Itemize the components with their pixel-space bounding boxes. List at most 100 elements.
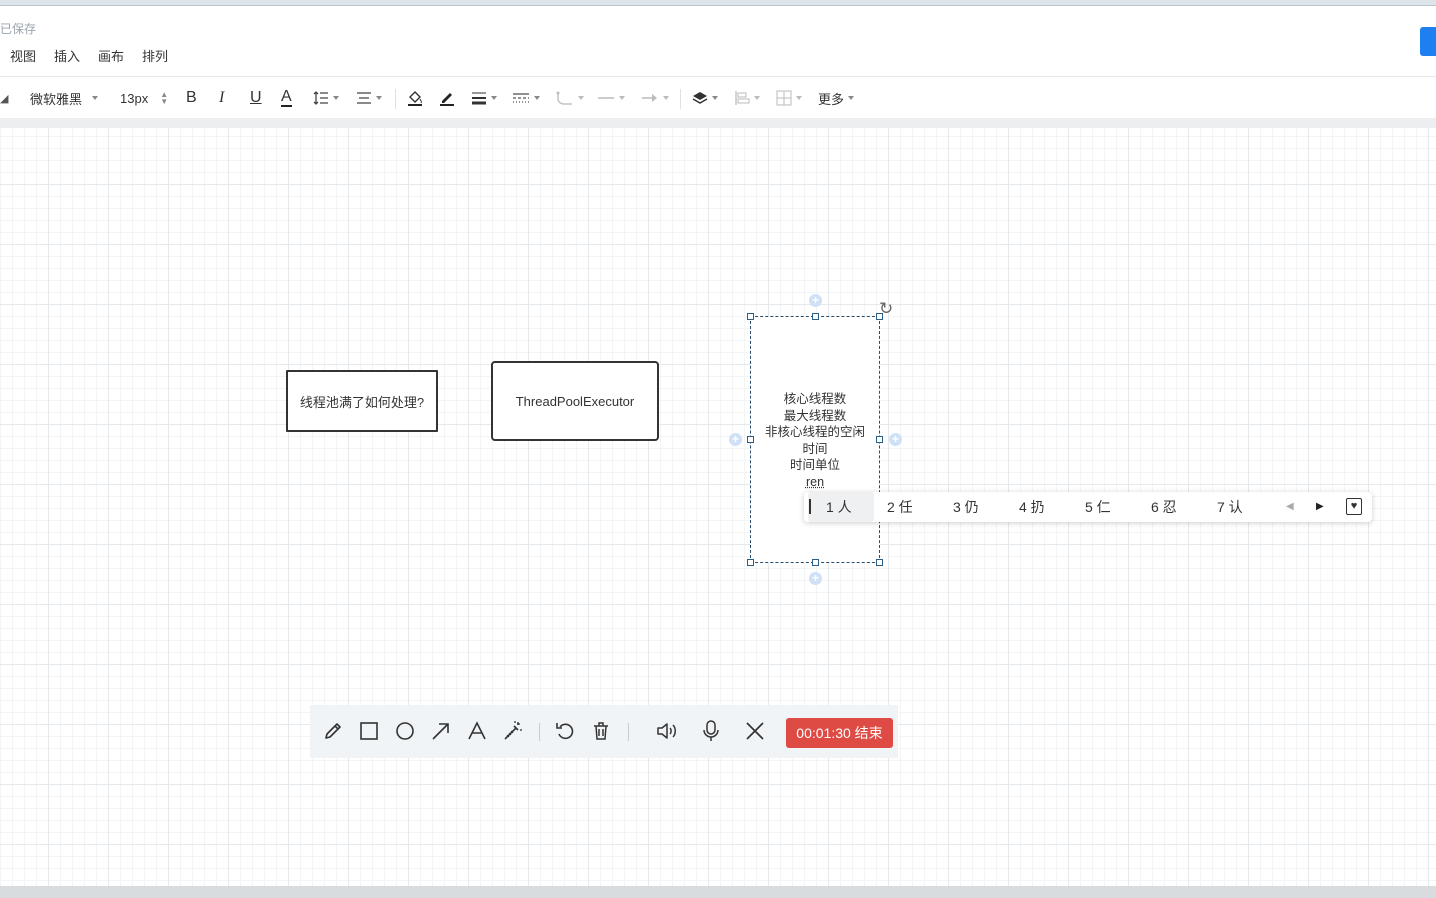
rotate-handle-icon[interactable]: ↻ [879,299,894,318]
resize-handle-s[interactable] [812,559,819,566]
connector-style-button[interactable] [556,77,584,119]
pencil-icon[interactable] [320,718,346,744]
magic-wand-icon[interactable] [500,718,526,744]
line-height-button[interactable] [313,77,339,119]
font-size-value: 13px [120,90,149,106]
microphone-icon[interactable] [698,718,724,744]
format-toolbar: ◢ 微软雅黑 13px ▲▼ B I U A [0,76,1436,118]
ime-composition-text: ren [805,474,825,489]
toolbar-shadow-band [0,118,1436,128]
menu-insert[interactable]: 插入 [54,49,81,64]
rectangle-icon[interactable] [356,718,382,744]
menu-view[interactable]: 视图 [10,49,37,64]
underline-icon: U [250,89,262,106]
resize-handle-sw[interactable] [747,559,754,566]
menu-canvas[interactable]: 画布 [98,49,125,64]
align-left-objects-icon [735,91,750,105]
font-family-value: 微软雅黑 [30,91,83,107]
italic-button[interactable]: I [219,77,224,119]
window-top-border [0,0,1436,6]
header: 已保存 视图 插入 画布 排列 [0,6,1436,76]
font-size-stepper[interactable]: 13px ▲▼ [120,77,168,119]
recording-timer-stop-button[interactable]: 00:01:30 结束 [786,718,893,748]
text-line: 最大线程数 [783,408,847,423]
add-connector-left-icon[interactable]: + [729,433,742,446]
arrow-icon[interactable] [428,718,454,744]
toolbar-edge-glyph: ◢ [0,92,9,105]
shape-params-box-selected[interactable]: 核心线程数 最大线程数 非核心线程的空闲 时间 时间单位 ren [750,316,880,563]
arrow-end-icon [642,94,657,102]
annotation-toolbar: 00:01:30 结束 [310,705,898,758]
bold-button[interactable]: B [186,77,197,119]
line-start-button[interactable] [597,77,625,119]
dash-style-icon [513,93,529,103]
menu-bar: 视图 插入 画布 排列 [0,46,176,66]
distribute-button[interactable] [776,77,802,119]
close-icon[interactable] [742,718,768,744]
text-line: 时间 [802,441,828,456]
line-style-button[interactable] [512,77,540,119]
more-label: 更多 [818,91,845,107]
horizontal-scrollbar[interactable] [0,886,1436,898]
shape-text-editor[interactable]: 核心线程数 最大线程数 非核心线程的空闲 时间 时间单位 ren [751,391,879,490]
distribute-icon [776,90,792,106]
resize-handle-e[interactable] [876,436,883,443]
line-width-icon [472,92,486,105]
stepper-arrows-icon: ▲▼ [160,90,169,106]
resize-handle-n[interactable] [812,313,819,320]
align-objects-button[interactable] [734,77,760,119]
underline-button[interactable]: U [250,77,262,119]
more-button[interactable]: 更多 [818,77,855,119]
bold-icon: B [186,89,197,106]
text-line: 核心线程数 [783,392,847,406]
add-connector-right-icon[interactable]: + [889,433,902,446]
layer-button[interactable] [692,77,718,119]
resize-handle-ne[interactable] [876,313,883,320]
line-start-icon [598,97,614,99]
paint-bucket-icon [408,91,422,106]
toolbar-divider [395,89,396,109]
resize-handle-se[interactable] [876,559,883,566]
ime-candidate-1[interactable]: 1 人 [808,492,874,522]
shape-threadpoolexecutor-box[interactable]: ThreadPoolExecutor [491,361,659,441]
resize-handle-w[interactable] [747,436,754,443]
line-width-button[interactable] [471,77,497,119]
share-button[interactable] [1420,27,1436,56]
ime-prev-page-icon[interactable]: ◀ [1286,501,1294,512]
speaker-icon[interactable] [654,718,680,744]
align-center-icon [357,92,371,104]
font-color-icon: A [281,88,292,107]
italic-icon: I [219,89,225,106]
layers-icon [692,92,708,104]
ime-next-page-icon[interactable]: ▶ [1316,501,1324,512]
drawbar-divider [628,723,629,741]
ime-candidate-3[interactable]: 3 仍 [953,499,979,515]
ime-candidate-6[interactable]: 6 忍 [1151,499,1177,515]
circle-icon[interactable] [392,718,418,744]
ime-candidate-2[interactable]: 2 任 [887,499,913,515]
connector-icon [556,91,572,105]
ime-candidate-7[interactable]: 7 认 [1217,499,1243,515]
shape-question-box[interactable]: 线程池满了如何处理? [286,370,438,432]
save-status: 已保存 [0,22,37,36]
text-line: 非核心线程的空闲 [764,425,865,439]
resize-handle-nw[interactable] [747,313,754,320]
trash-icon[interactable] [588,718,614,744]
align-button[interactable] [356,77,382,119]
undo-icon[interactable] [552,718,578,744]
add-connector-top-icon[interactable]: + [809,294,822,307]
ime-candidate-5[interactable]: 5 仁 [1085,499,1111,515]
line-end-button[interactable] [641,77,669,119]
ime-candidate-4[interactable]: 4 扔 [1019,499,1045,515]
font-color-button[interactable]: A [281,77,292,119]
text-icon[interactable] [464,718,490,744]
ime-favorite-icon[interactable]: ♥ [1346,498,1362,515]
font-family-select[interactable]: 微软雅黑 [30,77,99,119]
fill-color-button[interactable] [406,77,424,119]
text-caret [809,499,811,514]
text-line: 时间单位 [789,458,840,472]
menu-arrange[interactable]: 排列 [142,49,169,64]
add-connector-bottom-icon[interactable]: + [809,572,822,585]
line-height-icon [313,91,328,105]
line-color-button[interactable] [438,77,456,119]
